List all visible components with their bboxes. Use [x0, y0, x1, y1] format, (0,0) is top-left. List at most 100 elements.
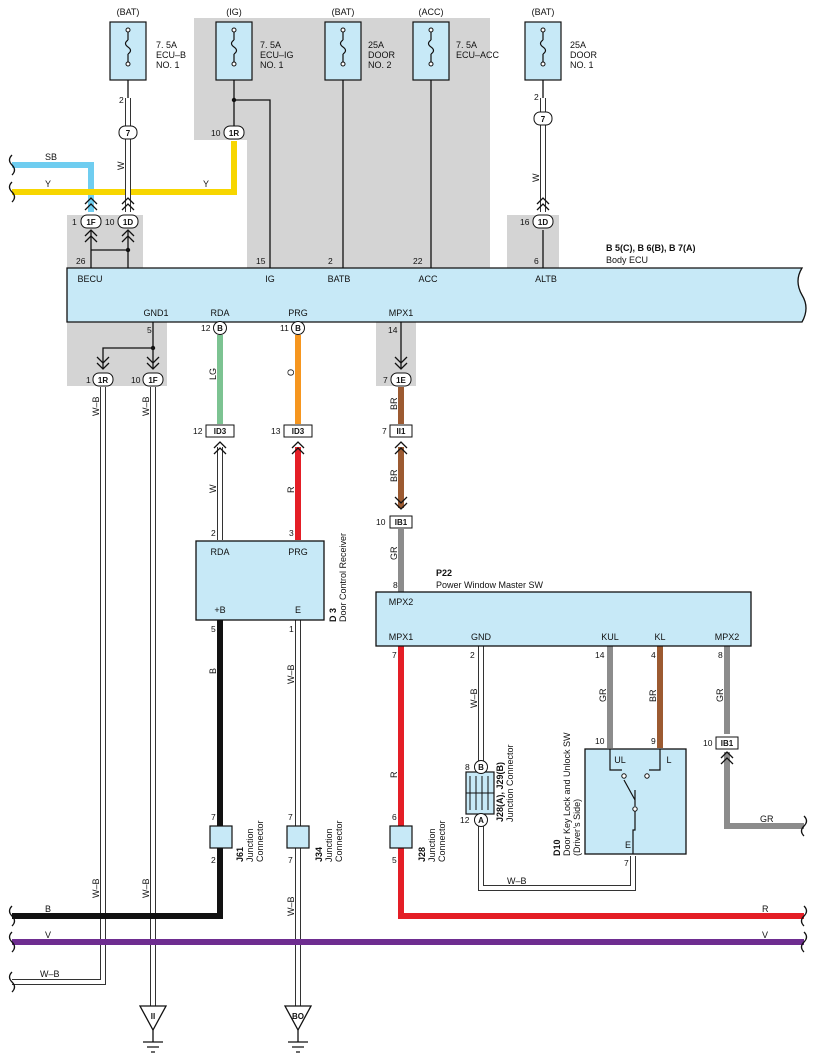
svg-text:V: V	[45, 930, 51, 940]
svg-text:10: 10	[105, 217, 115, 227]
connector-1r-gnd: 1R	[92, 372, 114, 387]
svg-text:7: 7	[541, 115, 546, 124]
wire-sb	[12, 162, 94, 212]
svg-text:W: W	[531, 173, 541, 182]
svg-text:+B: +B	[214, 605, 225, 615]
svg-text:B: B	[217, 324, 223, 333]
svg-text:Y: Y	[203, 179, 209, 189]
svg-text:B: B	[295, 324, 301, 333]
svg-text:ECU–ACC: ECU–ACC	[456, 50, 500, 60]
wires	[12, 68, 804, 1006]
connector-id3-rda: ID3	[205, 424, 235, 438]
svg-text:W–B: W–B	[286, 664, 296, 684]
svg-text:3: 3	[289, 528, 294, 538]
svg-text:ECU–IG: ECU–IG	[260, 50, 294, 60]
fuse-source: (BAT)	[117, 7, 140, 17]
connector-7-door1: 7	[533, 111, 553, 126]
connector-1r-ig: 1R	[223, 125, 245, 140]
svg-text:MPX1: MPX1	[389, 308, 414, 318]
key-lock-sw-code: D10	[552, 839, 562, 856]
svg-text:14: 14	[595, 650, 605, 660]
svg-text:J61: J61	[235, 847, 245, 862]
svg-text:PRG: PRG	[288, 547, 308, 557]
svg-text:BR: BR	[389, 469, 399, 482]
svg-text:J28: J28	[417, 847, 427, 862]
svg-text:1F: 1F	[86, 218, 95, 227]
svg-text:ACC: ACC	[418, 274, 438, 284]
svg-text:ALTB: ALTB	[535, 274, 557, 284]
svg-text:A: A	[478, 816, 484, 825]
svg-text:MPX2: MPX2	[715, 632, 740, 642]
svg-text:J34: J34	[314, 847, 324, 862]
fuse-source: (IG)	[226, 7, 242, 17]
svg-text:GR: GR	[760, 814, 774, 824]
svg-text:6: 6	[392, 812, 397, 822]
svg-text:Connector: Connector	[255, 820, 265, 862]
svg-text:12: 12	[201, 323, 211, 333]
connector-id3-prg: ID3	[283, 424, 313, 438]
fuse-source: (ACC)	[419, 7, 444, 17]
svg-text:PRG: PRG	[288, 308, 308, 318]
svg-text:7. 5A: 7. 5A	[156, 40, 177, 50]
svg-text:15: 15	[256, 256, 266, 266]
ground-bo: BO	[283, 1005, 313, 1053]
svg-text:V: V	[762, 930, 768, 940]
fuse-door-1: (BAT) 25A DOOR NO. 1	[524, 7, 598, 81]
svg-text:2: 2	[470, 650, 475, 660]
svg-text:7: 7	[383, 375, 388, 385]
svg-text:W: W	[116, 161, 126, 170]
svg-text:W: W	[208, 484, 218, 493]
svg-text:5: 5	[147, 325, 152, 335]
svg-text:1E: 1E	[396, 376, 406, 385]
svg-text:2: 2	[328, 256, 333, 266]
pin-numbers: 2 10 1 10 26 2 16 15 2 22 6 5 12 11 14 1…	[72, 92, 723, 868]
svg-text:9: 9	[651, 736, 656, 746]
svg-text:5: 5	[392, 855, 397, 865]
svg-text:7: 7	[624, 858, 629, 868]
svg-text:UL: UL	[614, 755, 626, 765]
svg-text:W–B: W–B	[286, 896, 296, 916]
svg-text:II1: II1	[397, 427, 406, 436]
svg-text:BR: BR	[648, 689, 658, 702]
fuses: (BAT) 7. 5A ECU–B NO. 1 (IG) 7. 5A ECU–I…	[109, 7, 598, 81]
svg-text:Junction Connector: Junction Connector	[505, 744, 515, 822]
connector-a-j28: A	[474, 813, 488, 827]
svg-text:W–B: W–B	[91, 878, 101, 898]
junction-j28: J28 Junction Connector	[389, 820, 447, 862]
svg-text:GR: GR	[715, 688, 725, 702]
svg-text:Junction: Junction	[324, 828, 334, 862]
svg-text:2: 2	[534, 92, 539, 102]
junction-j28-j29: J28(A), J29(B) Junction Connector	[465, 744, 515, 822]
svg-text:12: 12	[193, 426, 203, 436]
door-receiver-code: D 3	[328, 608, 338, 622]
power-window-master-sw: P22 Power Window Master SW MPX2 MPX1 GND…	[375, 568, 752, 647]
splice-dots	[125, 97, 237, 351]
svg-text:W–B: W–B	[469, 688, 479, 708]
svg-text:W–B: W–B	[141, 878, 151, 898]
svg-text:Junction: Junction	[245, 828, 255, 862]
fuse-ecu-b: (BAT) 7. 5A ECU–B NO. 1	[109, 7, 186, 81]
connector-ii1: II1	[389, 424, 413, 438]
connector-1d-top: 1D	[117, 214, 139, 229]
svg-text:RDA: RDA	[210, 547, 229, 557]
svg-text:Y: Y	[45, 179, 51, 189]
wire-y	[12, 141, 237, 195]
connector-7-ecub: 7	[118, 125, 138, 140]
svg-text:8: 8	[718, 650, 723, 660]
svg-text:BECU: BECU	[77, 274, 102, 284]
svg-text:GR: GR	[389, 546, 399, 560]
junction-j34: J34 Junction Connector	[286, 820, 344, 862]
svg-text:13: 13	[271, 426, 281, 436]
svg-text:II: II	[151, 1012, 155, 1021]
fuse-source: (BAT)	[532, 7, 555, 17]
svg-text:KUL: KUL	[601, 632, 619, 642]
svg-text:J28(A), J29(B): J28(A), J29(B)	[495, 762, 505, 822]
svg-text:4: 4	[651, 650, 656, 660]
fuse-source: (BAT)	[332, 7, 355, 17]
fuse-door-2: (BAT) 25A DOOR NO. 2	[324, 7, 396, 81]
svg-text:NO. 1: NO. 1	[156, 60, 180, 70]
svg-text:7: 7	[211, 812, 216, 822]
connector-b-prg: B	[291, 321, 305, 335]
junction-connectors: J61 Junction Connector J34 Junction Conn…	[209, 744, 515, 862]
fuse-ecu-ig: (IG) 7. 5A ECU–IG NO. 1	[215, 7, 294, 81]
